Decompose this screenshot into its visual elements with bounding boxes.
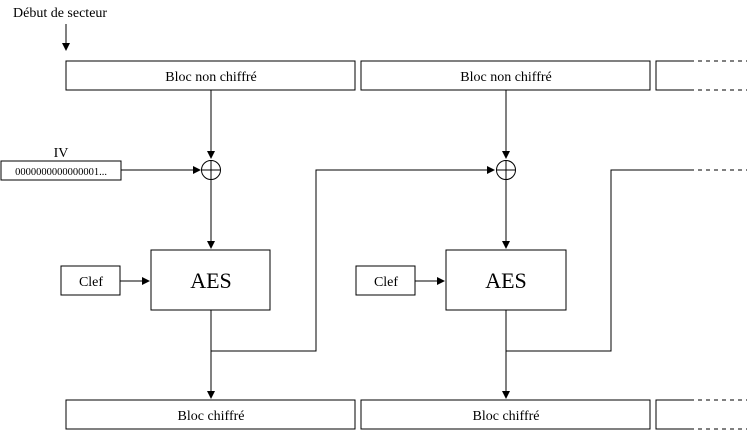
key-label-2: Clef <box>374 275 398 290</box>
block-column-1: Bloc non chiffré Clef AES Bloc chiffré <box>60 60 495 430</box>
block-column-2: Bloc non chiffré Clef AES Bloc chiffré <box>355 60 747 430</box>
chain-feedback-line-2 <box>506 169 690 352</box>
plaintext-block-2 <box>360 60 651 91</box>
aes-label-2: AES <box>485 268 527 293</box>
plaintext-block-1 <box>65 60 356 91</box>
ciphertext-block-continuation <box>655 399 747 430</box>
sector-start-label: Début de secteur <box>13 6 107 21</box>
key-label-1: Clef <box>79 275 103 290</box>
plaintext-label-1: Bloc non chiffré <box>165 70 257 85</box>
block-column-continuation <box>655 60 747 430</box>
aes-box-2 <box>445 249 567 311</box>
ciphertext-block-1 <box>65 399 356 430</box>
chain-feedback-arrow-1 <box>211 166 495 352</box>
xor-icon-2 <box>496 160 516 180</box>
iv-label: IV <box>54 146 69 161</box>
iv-value: 0000000000000001... <box>15 167 107 178</box>
ciphertext-label-1: Bloc chiffré <box>178 409 245 424</box>
xor-icon-1 <box>201 160 221 180</box>
aes-label-1: AES <box>190 268 232 293</box>
plaintext-label-2: Bloc non chiffré <box>460 70 552 85</box>
ciphertext-block-2 <box>360 399 651 430</box>
key-box-2 <box>355 265 416 296</box>
ciphertext-label-2: Bloc chiffré <box>473 409 540 424</box>
plaintext-block-continuation <box>655 60 747 91</box>
aes-box-1 <box>150 249 271 311</box>
